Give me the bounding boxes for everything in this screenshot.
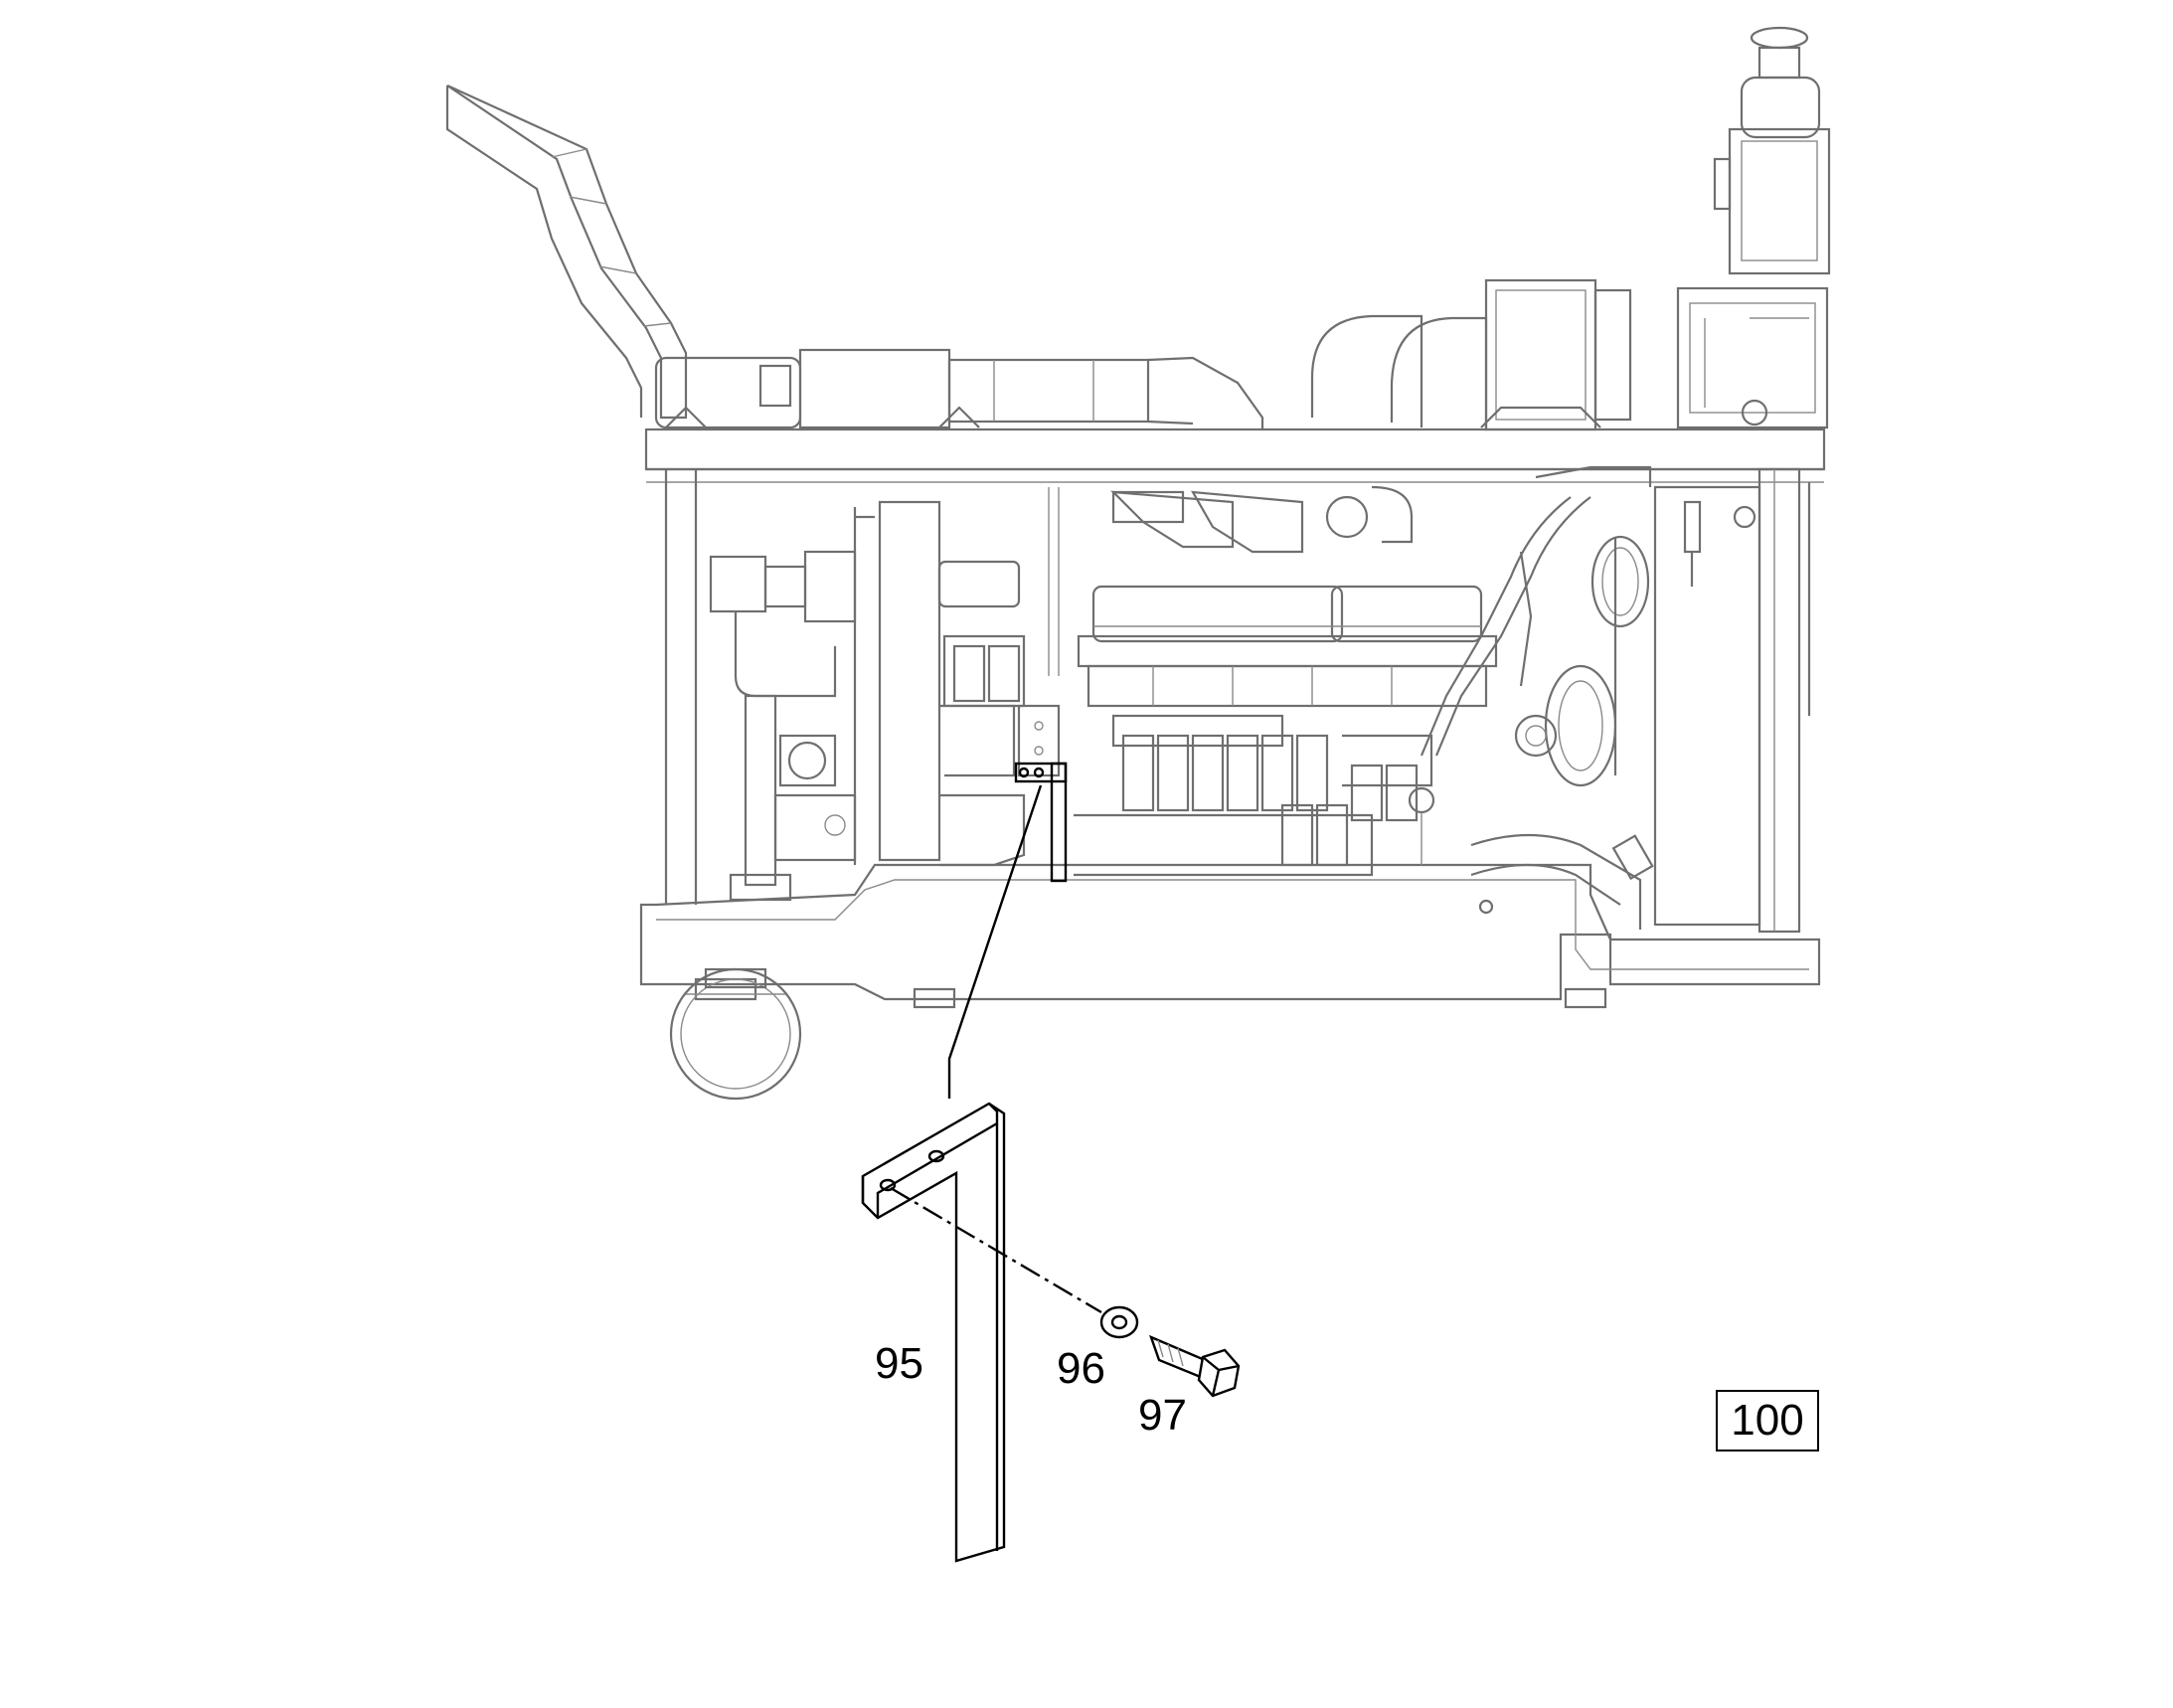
air-intake [1310, 278, 1632, 431]
exhaust-pipe [445, 84, 688, 420]
frame-posts [664, 467, 1801, 934]
fuel-and-coolant-components [709, 500, 941, 902]
bracket-mount-location [1014, 762, 1068, 883]
callout-95: 95 [875, 1339, 923, 1388]
callout-97: 97 [1138, 1391, 1187, 1440]
washer-part-96 [1099, 1305, 1139, 1339]
bolt-part-97 [1148, 1334, 1241, 1398]
muffler [654, 348, 1264, 429]
callout-96: 96 [1057, 1344, 1105, 1393]
leader-line [947, 784, 1043, 1099]
assembly-centerline [890, 1186, 1102, 1314]
air-cleaner [1676, 26, 1831, 429]
bracket-part-95 [861, 1102, 1006, 1563]
engine-front-drive [1420, 465, 1654, 930]
page-number: 100 [1731, 1396, 1804, 1445]
page-number-box: 100 [1716, 1390, 1819, 1452]
right-auxiliary [1683, 482, 1811, 716]
radiator-fan [669, 967, 802, 1101]
base-frame [639, 863, 1821, 1009]
frame-top-rail [644, 427, 1826, 483]
engine-block [1074, 485, 1498, 915]
control-and-filter-block [937, 487, 1061, 867]
